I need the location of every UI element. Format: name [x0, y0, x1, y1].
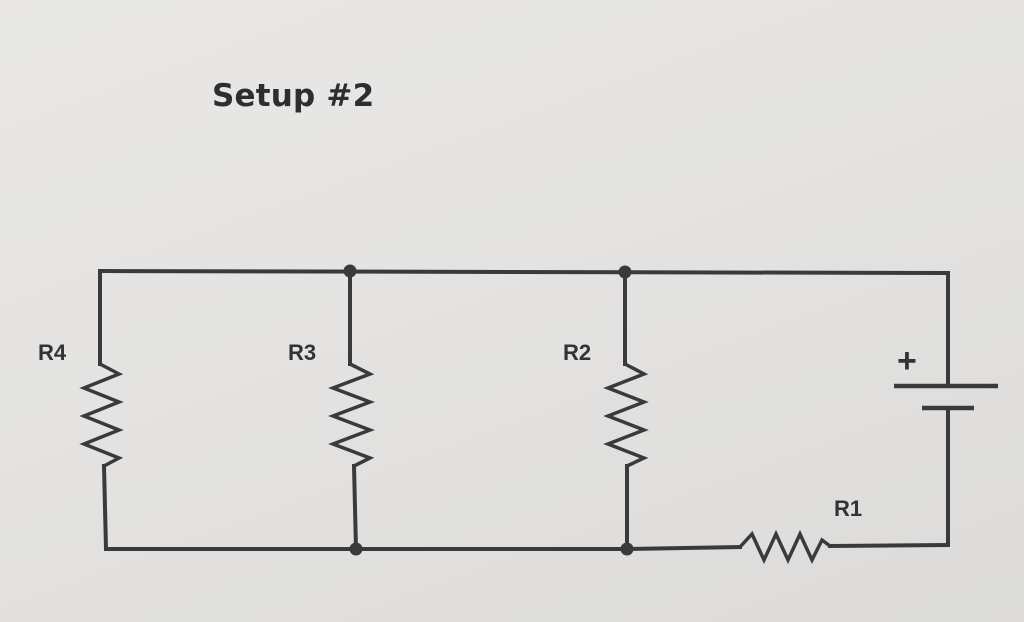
top-wire [97, 268, 951, 276]
r3-label: R3 [288, 340, 316, 365]
bottom-wire-to-r1 [624, 544, 743, 552]
r4-resistor [79, 362, 124, 468]
setup-title: Setup #2 [212, 78, 375, 114]
junction-node-bottom-r3 [349, 542, 363, 556]
junction-node-top-r3 [343, 264, 357, 278]
battery-plus-sign: + [897, 342, 917, 380]
r1-resistor [738, 529, 832, 565]
r1-label: R1 [834, 496, 862, 521]
bottom-wire-from-r1 [827, 542, 951, 549]
r4-wire-bottom [101, 463, 109, 552]
r2-resistor [603, 362, 649, 468]
r2-label: R2 [563, 340, 591, 365]
r3-resistor [328, 362, 375, 468]
r3-wire-bottom [351, 463, 359, 552]
junction-node-bottom-r2 [620, 542, 634, 556]
r4-label: R4 [38, 340, 67, 365]
junction-node-top-r2 [618, 265, 632, 279]
